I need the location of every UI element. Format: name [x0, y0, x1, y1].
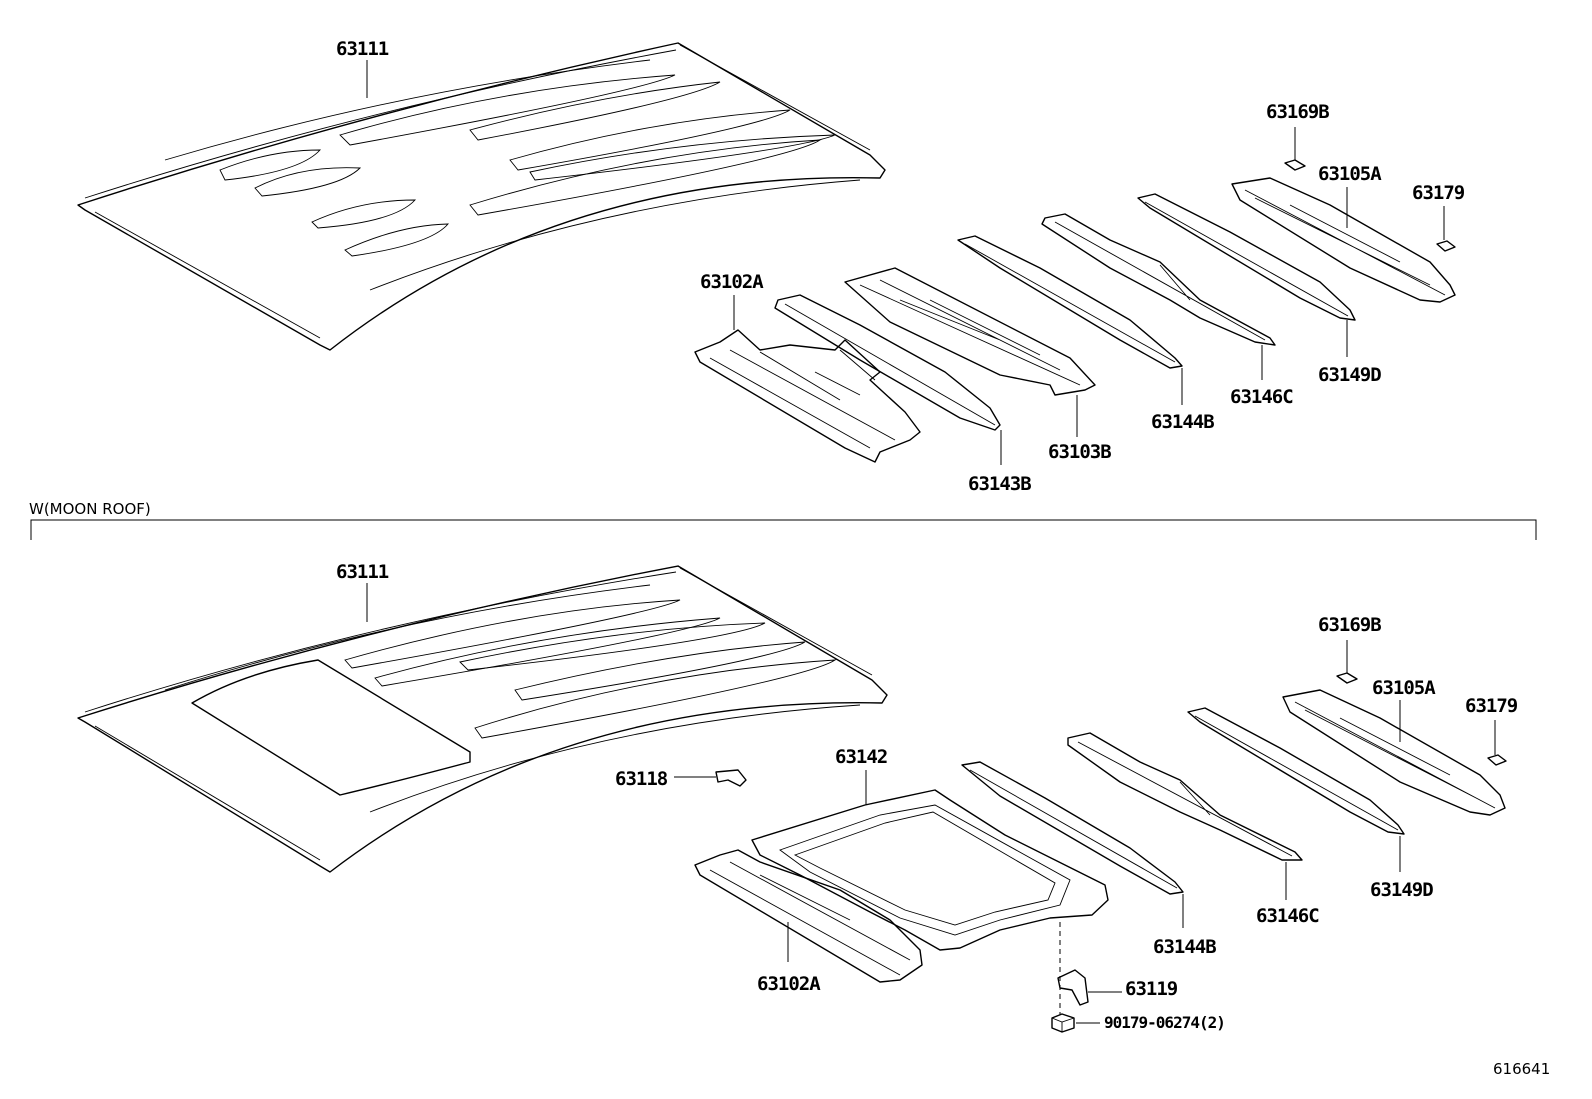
- label-bow-3-top: 63144B: [1151, 411, 1214, 433]
- label-clip-top: 63179: [1412, 182, 1465, 204]
- rear-header-bottom: [1282, 689, 1506, 816]
- front-header-top: [694, 329, 921, 463]
- clip-63179-top: [1436, 240, 1456, 252]
- bow-63144B-top: [957, 235, 1183, 369]
- bow-63146C-bottom: [1067, 732, 1303, 861]
- nut-90179: [1051, 1013, 1075, 1033]
- bracket-63118: [715, 769, 747, 787]
- cap-63169B-top: [1284, 159, 1306, 171]
- label-rear-cap-top: 63169B: [1266, 101, 1329, 123]
- bow-63146C-top: [1041, 213, 1276, 346]
- label-bow-4-bottom: 63146C: [1256, 905, 1319, 927]
- label-clip-bottom: 63179: [1465, 695, 1518, 717]
- label-bow-1-top: 63143B: [968, 473, 1031, 495]
- label-roof-panel-bottom: 63111: [336, 561, 389, 583]
- reference-number: 616641: [1493, 1060, 1550, 1078]
- label-front-header-top: 63102A: [700, 271, 764, 293]
- top-group: 63111 63102A 63143B 63103B 63144B: [77, 38, 1466, 495]
- front-header-bottom: [694, 849, 923, 983]
- label-bow-2-top: 63103B: [1048, 441, 1111, 463]
- label-sunroof-frame: 63142: [835, 746, 887, 768]
- label-rear-cap-bottom: 63169B: [1318, 614, 1381, 636]
- label-nut: 90179-06274(2): [1104, 1013, 1225, 1032]
- label-front-header-bottom: 63102A: [757, 973, 821, 995]
- moonroof-opening: [191, 659, 471, 796]
- bow-63149D-top: [1137, 193, 1356, 321]
- bottom-group: 63111 63118 63142 63102A 63144B: [77, 561, 1519, 1033]
- section-label: W(MOON ROOF): [29, 500, 151, 518]
- label-bracket-rear: 63119: [1125, 978, 1178, 1000]
- label-bracket-front: 63118: [615, 768, 668, 790]
- label-bow-5-top: 63149D: [1318, 364, 1381, 386]
- label-roof-panel-top: 63111: [336, 38, 389, 60]
- roof-panel-top: [77, 42, 886, 351]
- bow-63144B-bottom: [961, 761, 1184, 895]
- roof-panel-bottom: [77, 565, 888, 873]
- clip-63179-bottom: [1487, 754, 1507, 766]
- label-rear-header-top: 63105A: [1318, 163, 1382, 185]
- label-rear-header-bottom: 63105A: [1372, 677, 1436, 699]
- sunroof-frame-63142: [751, 789, 1109, 951]
- bow-63143B-top: [774, 294, 1001, 431]
- label-bow-5-bottom: 63149D: [1370, 879, 1433, 901]
- rear-header-top: [1231, 177, 1456, 303]
- section-bracket: [30, 519, 1537, 540]
- cap-63169B-bottom: [1336, 672, 1358, 684]
- bow-63149D-bottom: [1187, 707, 1405, 835]
- bracket-63119: [1057, 969, 1089, 1006]
- label-bow-3-bottom: 63144B: [1153, 936, 1216, 958]
- label-bow-4-top: 63146C: [1230, 386, 1293, 408]
- bow-63103B-top: [844, 267, 1096, 396]
